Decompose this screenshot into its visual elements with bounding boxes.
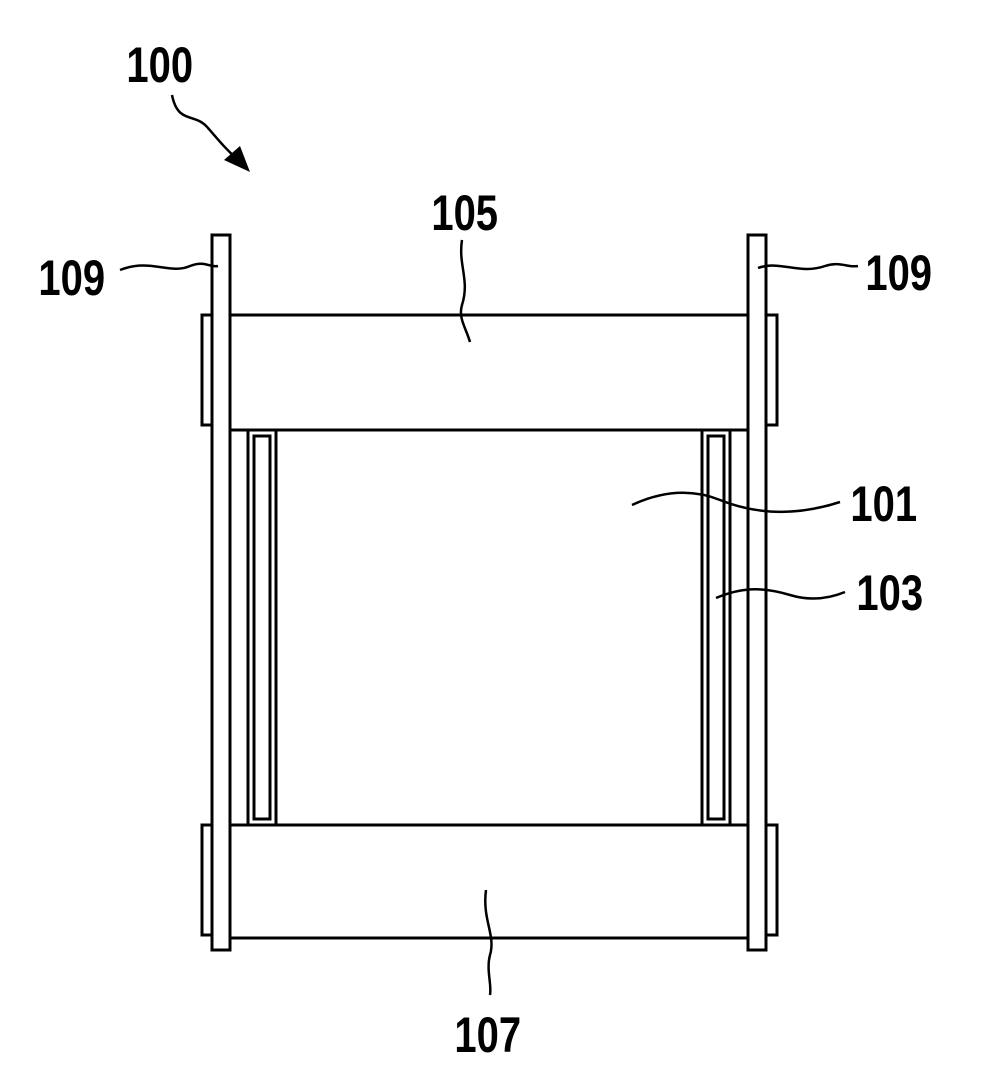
leader-103 (716, 589, 845, 598)
terminal-tab-top-right (766, 315, 777, 425)
leader-105 (461, 240, 470, 342)
top-plate (230, 315, 748, 430)
core-block (276, 430, 702, 825)
label-core: 101 (850, 476, 917, 532)
label-side-layer: 103 (856, 565, 923, 621)
leader-109-right (758, 264, 858, 269)
terminal-tab-bottom-right (766, 825, 777, 935)
side-layer-right-fill (708, 436, 724, 819)
side-layer-left-fill (254, 436, 270, 819)
label-top-plate: 105 (431, 185, 498, 241)
label-terminal-left: 109 (38, 250, 105, 306)
leader-107 (485, 890, 491, 995)
terminal-left (212, 235, 230, 950)
side-layer-left (248, 430, 276, 825)
label-device: 100 (126, 37, 193, 93)
label-bottom-plate: 107 (454, 1007, 521, 1063)
leader-109-left (120, 264, 218, 270)
bottom-plate (230, 825, 748, 938)
device-pointer-arrow (172, 95, 238, 160)
leader-101 (632, 493, 840, 512)
side-layer-right (702, 430, 730, 825)
label-terminal-right: 109 (865, 245, 932, 301)
terminal-right (748, 235, 766, 950)
